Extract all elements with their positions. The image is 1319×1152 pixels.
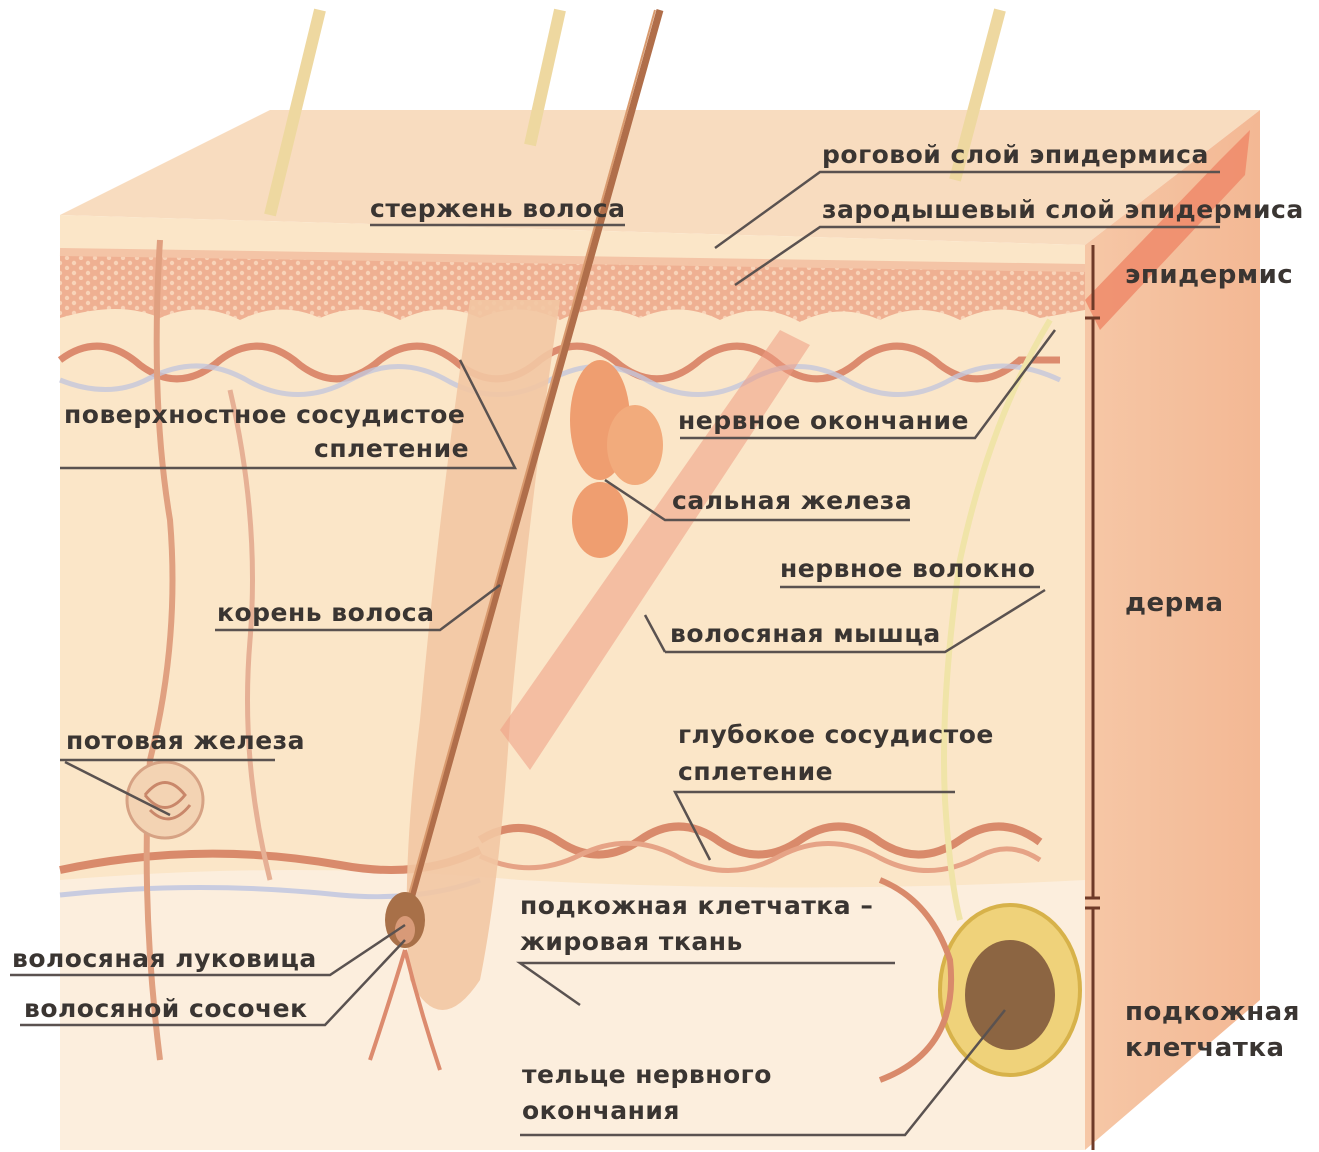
label-sebaceous-gland: сальная железа bbox=[672, 484, 912, 518]
label-hair-papilla: волосяной сосочек bbox=[24, 992, 308, 1026]
zone-label-hypodermis-line2: клетчатка bbox=[1125, 1031, 1285, 1065]
label-hair-shaft: стержень волоса bbox=[370, 192, 625, 226]
label-deep-plexus-line1: глубокое сосудистое bbox=[678, 718, 994, 752]
label-sweat-gland: потовая железа bbox=[66, 724, 305, 758]
zone-label-dermis: дерма bbox=[1125, 586, 1224, 620]
label-hair-muscle: волосяная мышца bbox=[670, 617, 941, 651]
label-subcutaneous-fat-line2: жировая ткань bbox=[520, 925, 743, 959]
label-deep-plexus-line2: сплетение bbox=[678, 755, 833, 789]
zone-label-hypodermis-line1: подкожная bbox=[1125, 995, 1300, 1029]
label-superficial-plexus-line1: поверхностное сосудистое bbox=[64, 398, 465, 432]
label-hair-root: корень волоса bbox=[217, 596, 434, 630]
label-superficial-plexus-line2: сплетение bbox=[314, 432, 464, 466]
zone-label-epidermis: эпидермис bbox=[1125, 258, 1293, 292]
label-nerve-fiber: нервное волокно bbox=[780, 552, 1035, 586]
label-nerve-corpuscle-line2: окончания bbox=[522, 1094, 680, 1128]
label-stratum-corneum: роговой слой эпидермиса bbox=[822, 138, 1209, 172]
label-germinal-layer: зародышевый слой эпидермиса bbox=[822, 193, 1304, 227]
nerve-corpuscle-shape bbox=[940, 905, 1080, 1075]
label-nerve-corpuscle-line1: тельце нервного bbox=[522, 1058, 772, 1092]
label-hair-bulb: волосяная луковица bbox=[12, 942, 317, 976]
label-nerve-ending: нервное окончание bbox=[678, 404, 969, 438]
label-subcutaneous-fat-line1: подкожная клетчатка – bbox=[520, 889, 873, 923]
